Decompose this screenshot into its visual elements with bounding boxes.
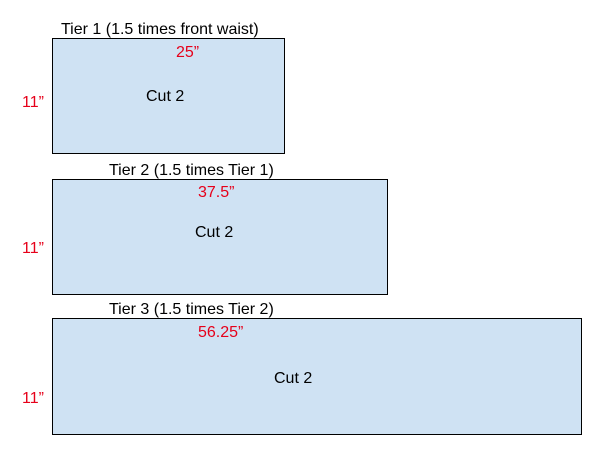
tier-3-title: Tier 3 (1.5 times Tier 2) [109, 301, 274, 318]
tier-3-height-label: 11” [22, 390, 44, 407]
tier-1-width-label: 25” [176, 44, 200, 61]
tier-3-width-label: 56.25” [198, 324, 244, 341]
tier-2-height-label: 11” [22, 240, 44, 257]
tier-1-panel [52, 38, 285, 154]
tier-2-title: Tier 2 (1.5 times Tier 1) [109, 162, 274, 179]
tier-1-title: Tier 1 (1.5 times front waist) [61, 21, 259, 38]
tier-3-cut-label: Cut 2 [274, 370, 313, 387]
tier-2-width-label: 37.5” [198, 184, 235, 201]
tier-2-panel [52, 179, 388, 295]
tier-2-cut-label: Cut 2 [195, 224, 234, 241]
tier-1-height-label: 11” [22, 94, 44, 111]
tier-3-panel [52, 318, 582, 435]
tier-1-cut-label: Cut 2 [146, 88, 185, 105]
